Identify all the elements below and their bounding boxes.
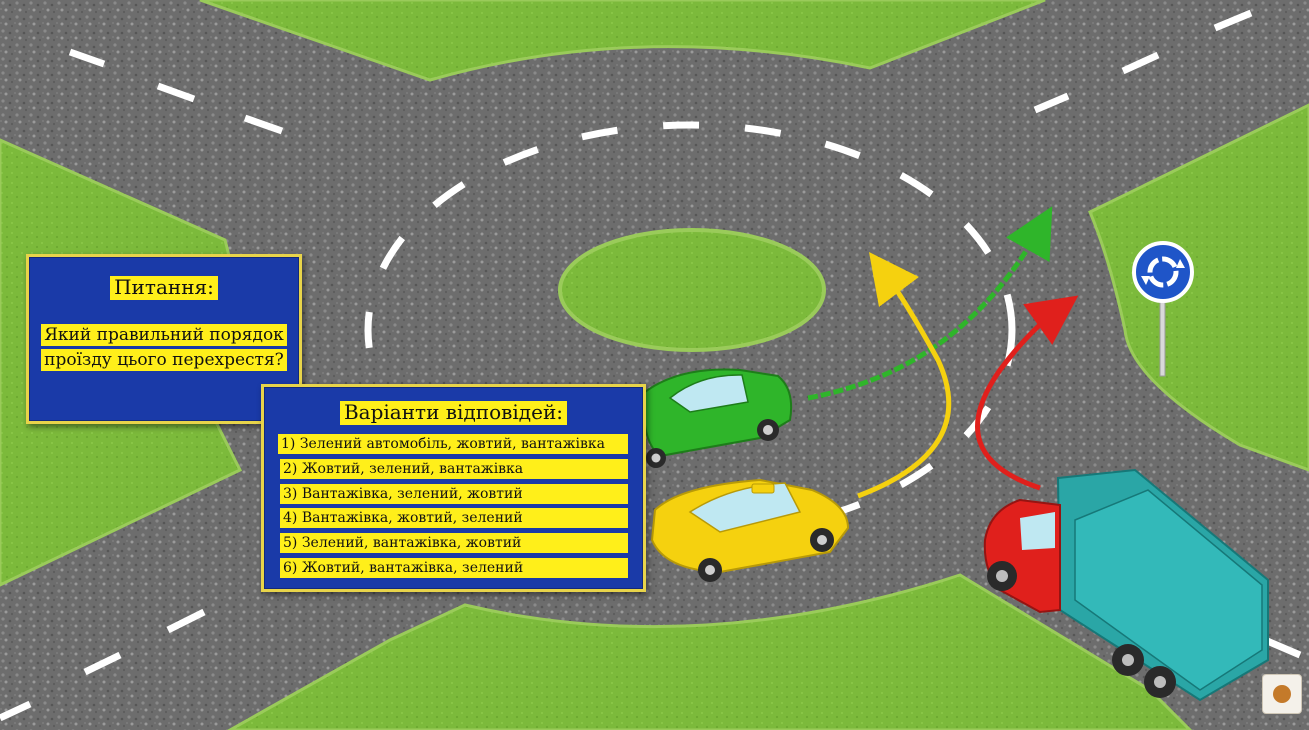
answer-option-5[interactable]: 5) Зелений, вантажівка, жовтий bbox=[280, 533, 628, 554]
question-panel: Питання: Який правильний порядок проїзду… bbox=[26, 254, 302, 424]
answer-option-1[interactable]: 1) Зелений автомобіль, жовтий, вантажівк… bbox=[278, 434, 628, 454]
yellow-car bbox=[650, 478, 850, 582]
answer-option-2[interactable]: 2) Жовтий, зелений, вантажівка bbox=[280, 458, 628, 479]
grass-right bbox=[1088, 103, 1309, 472]
green-car bbox=[643, 368, 793, 468]
center-island bbox=[558, 228, 826, 352]
answers-heading-text: Варіанти відповідей: bbox=[339, 400, 568, 425]
answer-option-6[interactable]: 6) Жовтий, вантажівка, зелений bbox=[280, 557, 628, 578]
grass-top bbox=[199, 0, 1046, 82]
logo-badge-icon bbox=[1262, 674, 1302, 714]
question-line-2: проїзду цього перехрестя? bbox=[41, 348, 287, 371]
answers-panel: Варіанти відповідей: 1) Зелений автомобі… bbox=[261, 384, 646, 592]
question-heading-text: Питання: bbox=[110, 275, 218, 300]
answers-list: 1) Зелений автомобіль, жовтий, вантажівк… bbox=[278, 434, 628, 583]
question-text: Який правильний порядок проїзду цього пе… bbox=[35, 323, 293, 372]
answer-option-3[interactable]: 3) Вантажівка, зелений, жовтий bbox=[280, 483, 628, 504]
grass-bottom bbox=[226, 573, 1193, 730]
truck bbox=[983, 468, 1269, 702]
roundabout-sign-icon bbox=[1132, 241, 1194, 377]
question-line-1: Який правильний порядок bbox=[41, 324, 287, 346]
road-dashes bbox=[0, 9, 1302, 722]
answers-heading: Варіанти відповідей: bbox=[264, 400, 643, 425]
green-arrow bbox=[807, 206, 1053, 401]
red-arrow bbox=[975, 295, 1079, 491]
question-heading: Питання: bbox=[29, 275, 299, 300]
yellow-arrow bbox=[857, 251, 952, 499]
answer-option-4[interactable]: 4) Вантажівка, жовтий, зелений bbox=[280, 508, 628, 529]
